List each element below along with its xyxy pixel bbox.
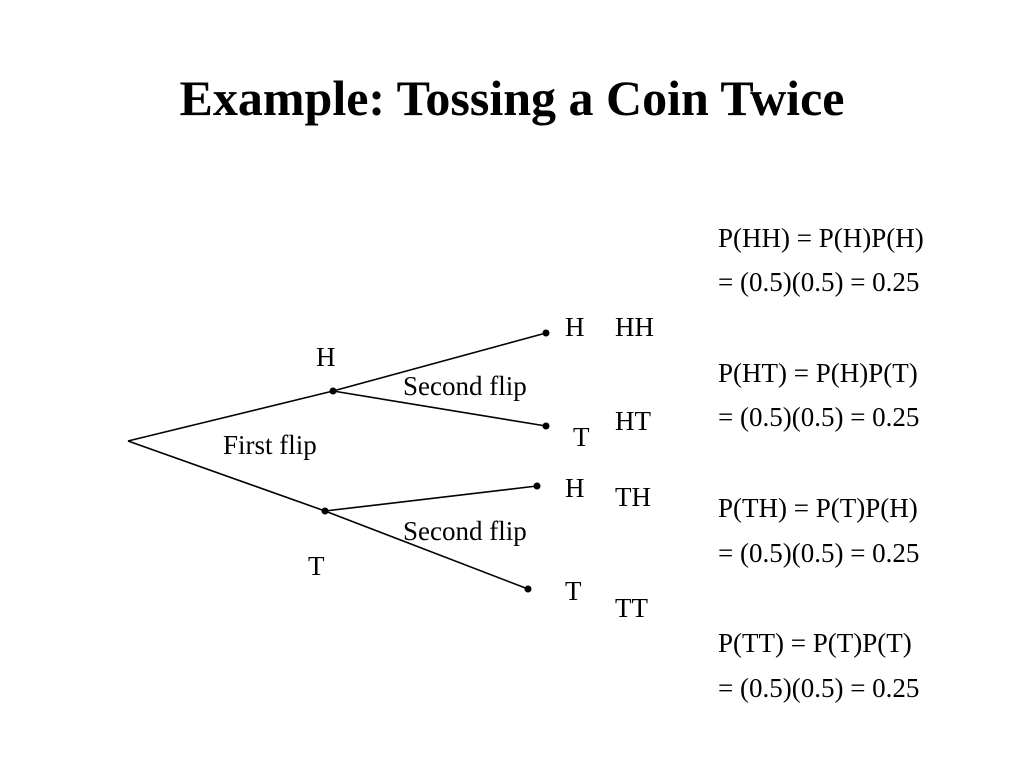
outcome-tt: TT xyxy=(615,593,648,623)
second-outcome-upper-t: T xyxy=(573,422,590,452)
branch-t-to-tt xyxy=(324,510,529,590)
prob-hh-line1: P(HH) = P(H)P(H) xyxy=(718,223,924,253)
second-outcome-lower-h: H xyxy=(565,473,585,503)
node-tt xyxy=(524,585,532,593)
node-th xyxy=(533,482,541,490)
prob-ht-line2: = (0.5)(0.5) = 0.25 xyxy=(718,402,920,432)
second-flip-label-upper: Second flip xyxy=(403,371,527,401)
prob-th-line1: P(TH) = P(T)P(H) xyxy=(718,493,918,523)
node-hh xyxy=(542,329,550,337)
branch-t-to-th xyxy=(324,485,538,512)
second-flip-label-lower: Second flip xyxy=(403,516,527,546)
prob-tt-line1: P(TT) = P(T)P(T) xyxy=(718,628,912,658)
outcome-ht: HT xyxy=(615,406,651,436)
node-t xyxy=(321,507,329,515)
first-outcome-h: H xyxy=(316,342,336,372)
node-h xyxy=(329,387,337,395)
slide-title: Example: Tossing a Coin Twice xyxy=(179,70,845,126)
branch-h-to-ht xyxy=(332,390,547,427)
outcome-th: TH xyxy=(615,482,651,512)
prob-tt-line2: = (0.5)(0.5) = 0.25 xyxy=(718,673,920,703)
second-outcome-lower-t: T xyxy=(565,576,582,606)
second-outcome-upper-h: H xyxy=(565,312,585,342)
prob-th-line2: = (0.5)(0.5) = 0.25 xyxy=(718,538,920,568)
branch-root-to-t xyxy=(127,440,326,512)
first-flip-label: First flip xyxy=(223,430,317,460)
first-outcome-t: T xyxy=(308,551,325,581)
outcome-hh: HH xyxy=(615,312,654,342)
prob-ht-line1: P(HT) = P(H)P(T) xyxy=(718,358,918,388)
branch-h-to-hh xyxy=(332,332,547,392)
prob-hh-line2: = (0.5)(0.5) = 0.25 xyxy=(718,267,920,297)
node-ht xyxy=(542,422,550,430)
branch-root-to-h xyxy=(127,390,334,442)
